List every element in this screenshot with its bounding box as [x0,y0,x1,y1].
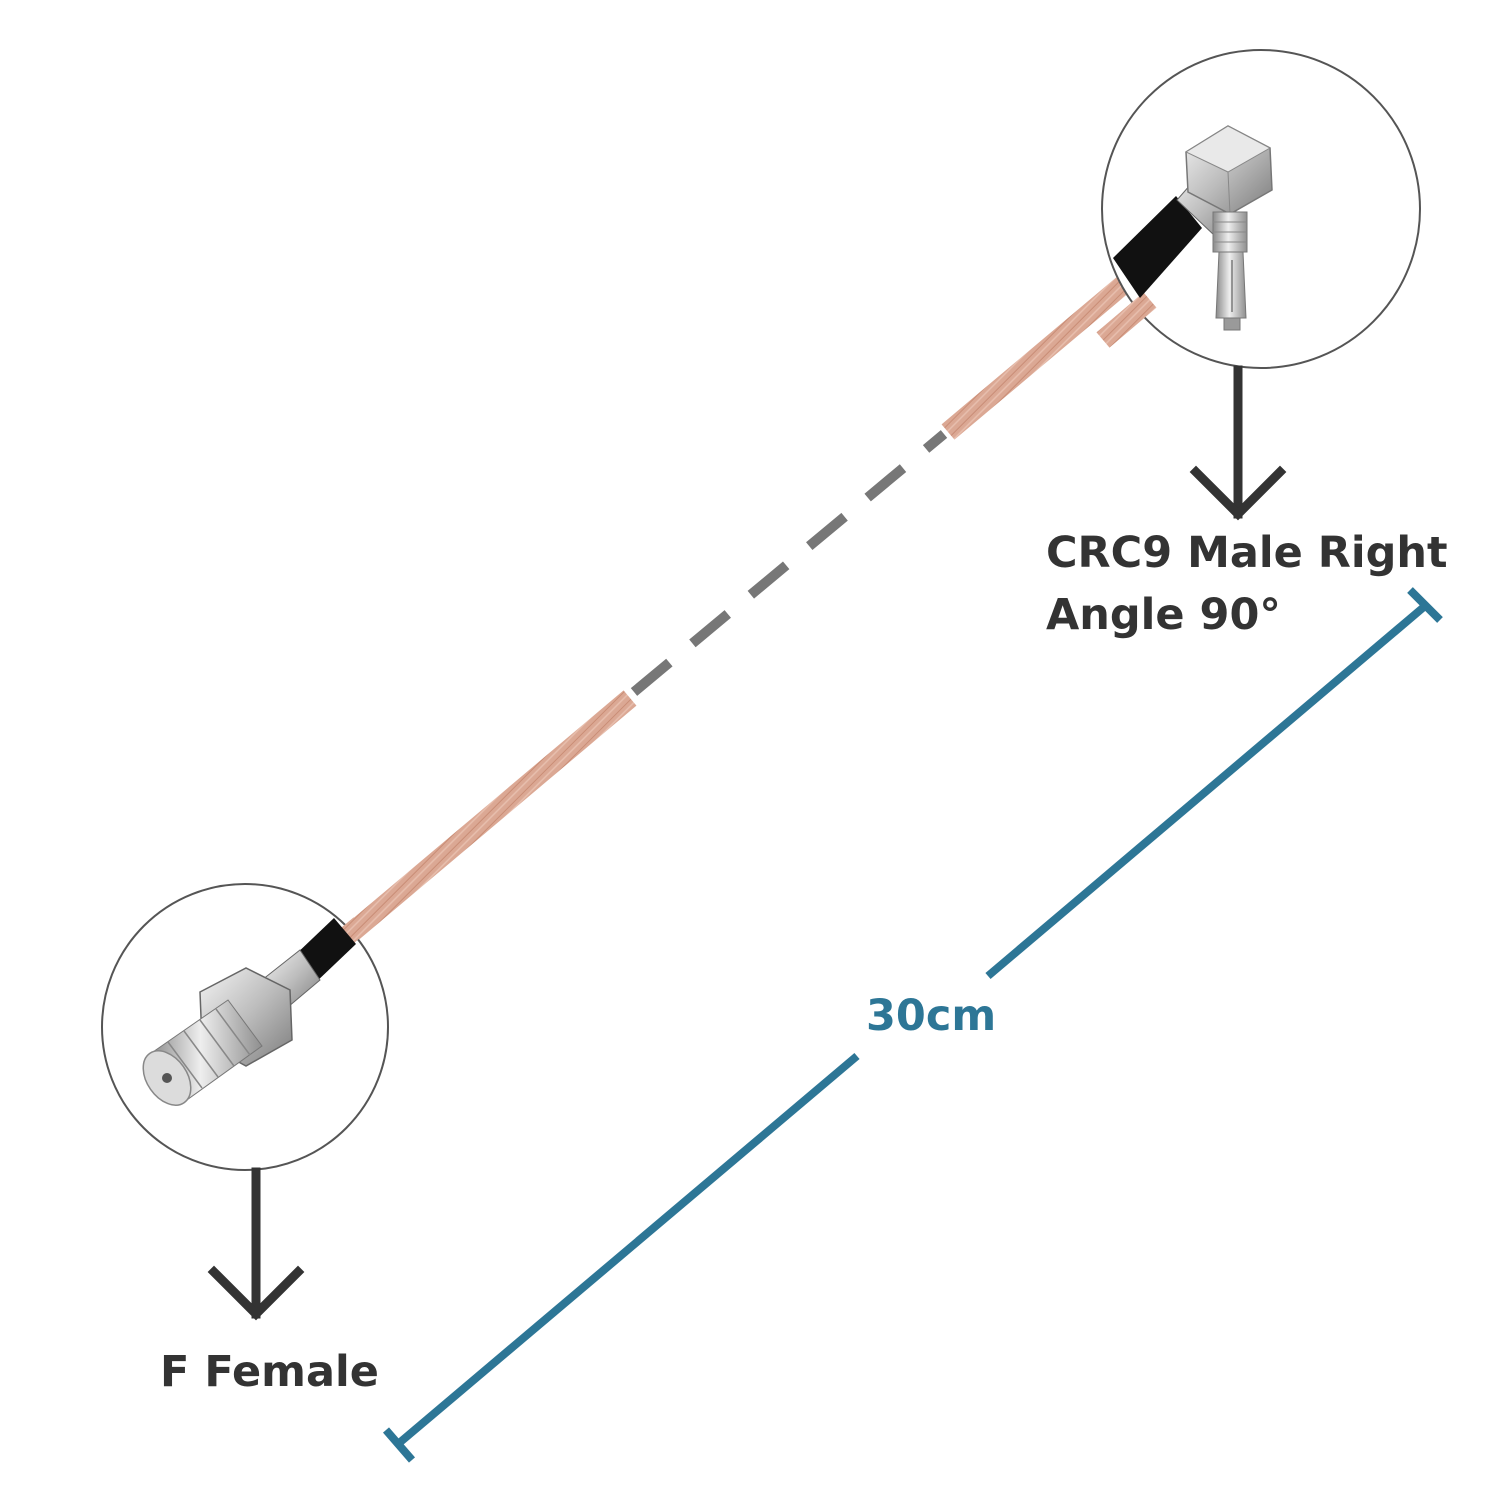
length-measure-line [382,587,1443,1463]
cable-upper-segment [941,254,1157,440]
crc9-right-angle-connector-icon [1096,49,1421,369]
f-female-label: F Female [160,1347,379,1397]
f-female-bulkhead-connector-icon [101,883,389,1171]
crc9-label-line2: Angle 90° [1046,590,1281,640]
arrow-down-bottom [207,1167,305,1321]
cable-lower-segment [336,690,637,948]
cable-length-label: 30cm [866,991,997,1041]
arrow-down-top [1189,365,1287,521]
crc9-connector-label: CRC9 Male Right Angle 90° [1046,522,1448,646]
cable-break-dashes [630,430,948,696]
crc9-label-line1: CRC9 Male Right [1046,528,1448,578]
